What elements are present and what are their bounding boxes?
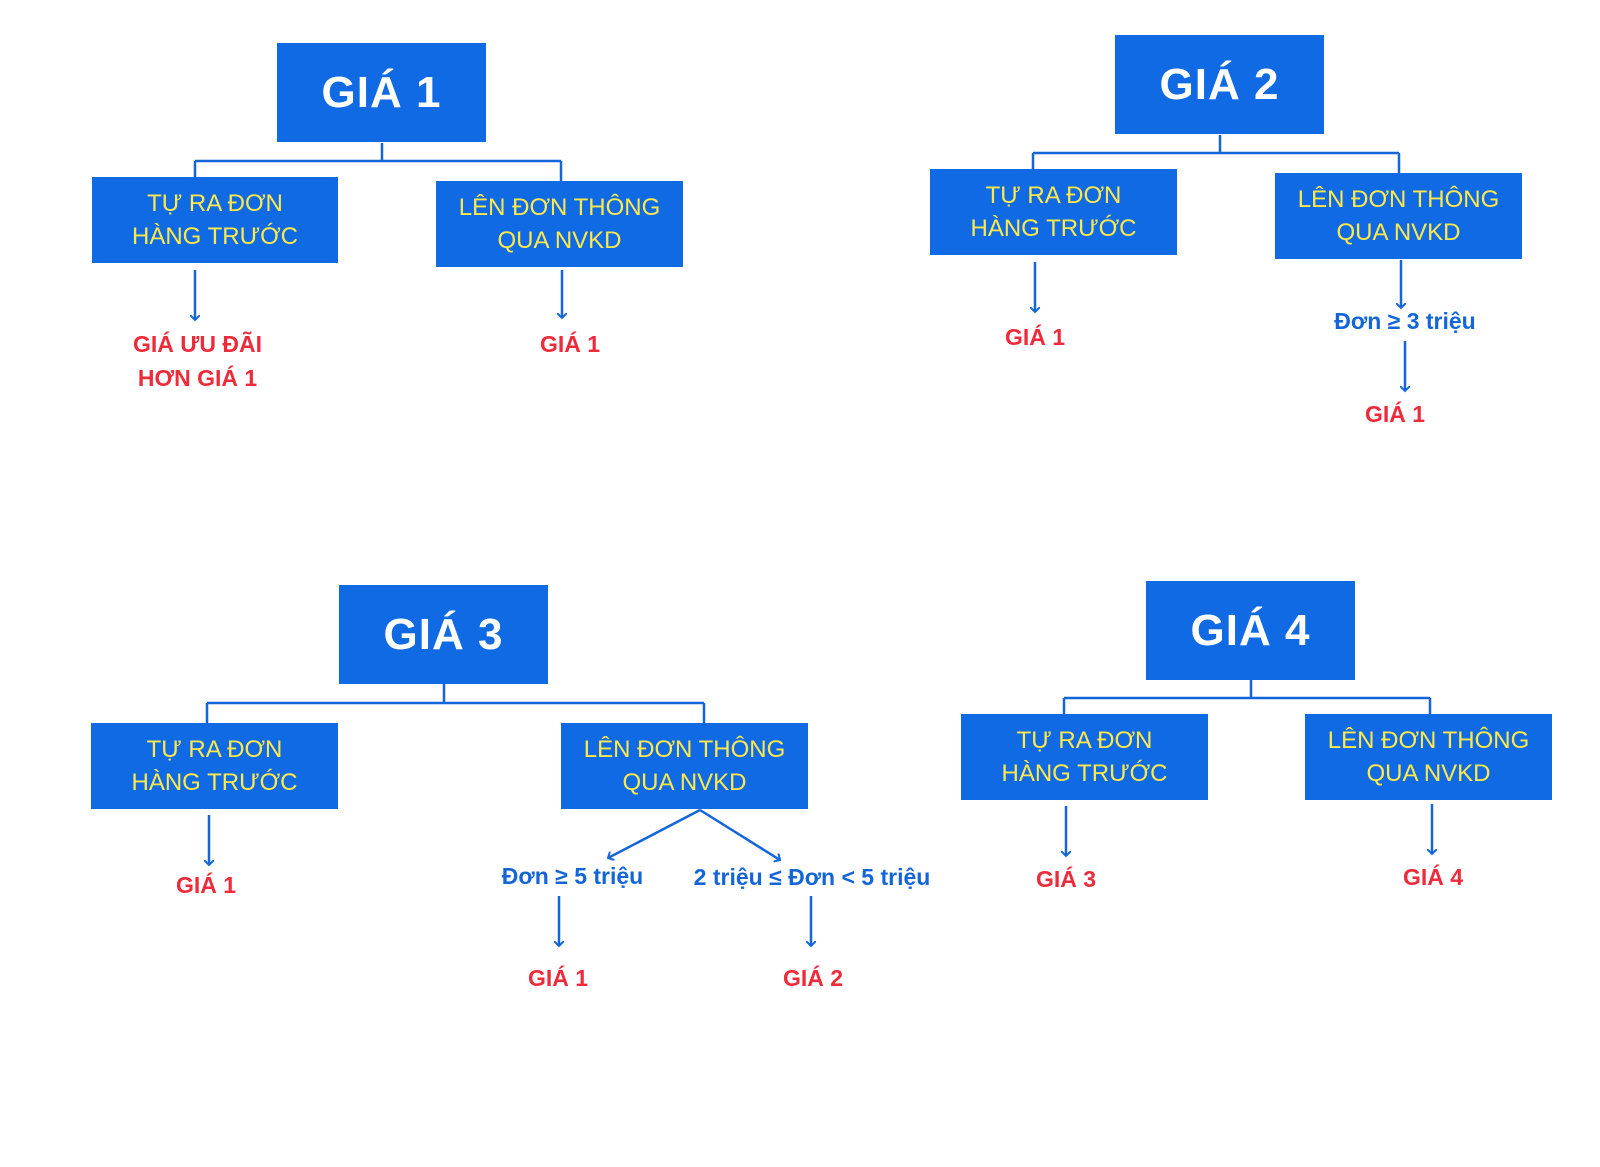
tree4-sales-order-label: LÊN ĐƠN THÔNG QUA NVKD	[1327, 727, 1530, 787]
tree1-sales-order-box: LÊN ĐƠN THÔNG QUA NVKD	[436, 181, 683, 267]
tree2-bracket	[1031, 135, 1401, 173]
tree2-self-order-box: TỰ RA ĐƠN HÀNG TRƯỚC	[930, 169, 1177, 255]
tree4-left-result: GIÁ 3	[1035, 866, 1097, 892]
tree3-split-arrow-b	[699, 808, 780, 860]
tree2-sales-order-box: LÊN ĐƠN THÔNG QUA NVKD	[1275, 173, 1522, 259]
tree4-self-order-box: TỰ RA ĐƠN HÀNG TRƯỚC	[961, 714, 1208, 800]
tree2-left-result: GIÁ 1	[1004, 324, 1066, 350]
tree3-sales-order-label: LÊN ĐƠN THÔNG QUA NVKD	[583, 736, 786, 796]
tree2-condition-label: Đơn ≥ 3 triệu	[1334, 308, 1476, 334]
tree2-right-result: GIÁ 1	[1364, 401, 1426, 427]
tree1-connectors	[195, 143, 562, 320]
tree4-sales-order-box: LÊN ĐƠN THÔNG QUA NVKD	[1305, 714, 1552, 800]
tree1-title-box: GIÁ 1	[277, 43, 486, 142]
tree2-title-box: GIÁ 2	[1115, 35, 1324, 134]
tree3-self-order-box: TỰ RA ĐƠN HÀNG TRƯỚC	[91, 723, 338, 809]
tree3-condition-a: Đơn ≥ 5 triệu	[501, 863, 644, 889]
tree1-right-result: GIÁ 1	[539, 331, 601, 357]
tree3-split-arrow-a	[608, 808, 701, 858]
tree3-connectors	[207, 684, 811, 946]
tree3-result-a: GIÁ 1	[527, 965, 589, 991]
tree4-right-result: GIÁ 4	[1402, 864, 1464, 890]
tree4-bracket	[1062, 680, 1432, 714]
tree2-self-order-label: TỰ RA ĐƠN HÀNG TRƯỚC	[970, 182, 1137, 242]
tree3-result-b: GIÁ 2	[782, 965, 844, 991]
tree3-condition-b: 2 triệu ≤ Đơn < 5 triệu	[693, 864, 931, 890]
tree3-self-order-label: TỰ RA ĐƠN HÀNG TRƯỚC	[131, 736, 298, 796]
tree1-self-order-box: TỰ RA ĐƠN HÀNG TRƯỚC	[92, 177, 338, 263]
tree1-left-result: GIÁ ƯU ĐÃI HƠN GIÁ 1	[133, 331, 262, 391]
tree1-bracket	[193, 143, 563, 181]
tree2-sales-order-label: LÊN ĐƠN THÔNG QUA NVKD	[1297, 186, 1500, 246]
tree3-left-result: GIÁ 1	[175, 872, 237, 898]
tree4-connectors	[1064, 680, 1432, 856]
tree4-self-order-label: TỰ RA ĐƠN HÀNG TRƯỚC	[1001, 727, 1168, 787]
tree1-sales-order-label: LÊN ĐƠN THÔNG QUA NVKD	[458, 194, 661, 254]
tree3-title-box: GIÁ 3	[339, 585, 548, 684]
tree3-sales-order-box: LÊN ĐƠN THÔNG QUA NVKD	[561, 723, 808, 809]
tree4-title-box: GIÁ 4	[1146, 581, 1355, 680]
tree2-connectors	[1033, 135, 1405, 391]
tree1-self-order-label: TỰ RA ĐƠN HÀNG TRƯỚC	[132, 190, 298, 250]
tree3-bracket	[205, 684, 706, 723]
